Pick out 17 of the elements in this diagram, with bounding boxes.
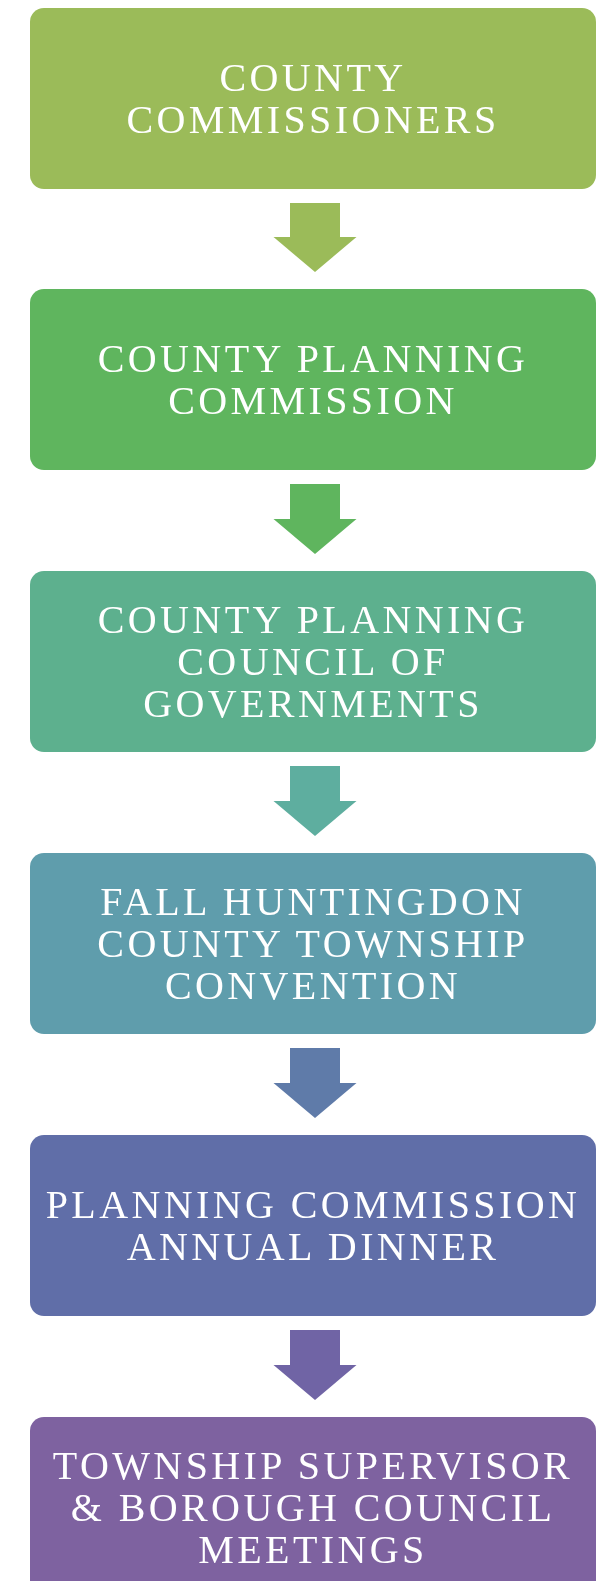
box-label: COUNTY PLANNING COMMISSION [96, 337, 530, 422]
block-arrow [273, 203, 357, 272]
box-label: FALL HUNTINGDON COUNTY TOWNSHIP CONVENTION [96, 880, 530, 1007]
block-arrow [273, 484, 357, 554]
box-label: PLANNING COMMISSION ANNUAL DINNER [44, 1183, 582, 1268]
process-box [30, 1417, 596, 1581]
process-box [30, 1135, 596, 1316]
process-box [30, 571, 596, 752]
block-arrow [273, 766, 357, 836]
block-arrow [273, 1330, 357, 1400]
process-box [30, 8, 596, 189]
process-box [30, 289, 596, 470]
box-label: TOWNSHIP SUPERVISOR & BOROUGH COUNCIL MEETINGS [51, 1444, 575, 1571]
box-label: COUNTY COMMISSIONERS [125, 56, 501, 141]
block-arrow [273, 1048, 357, 1118]
box-label: COUNTY PLANNING COUNCIL OF GOVERNMENTS [96, 598, 530, 725]
process-box [30, 853, 596, 1034]
